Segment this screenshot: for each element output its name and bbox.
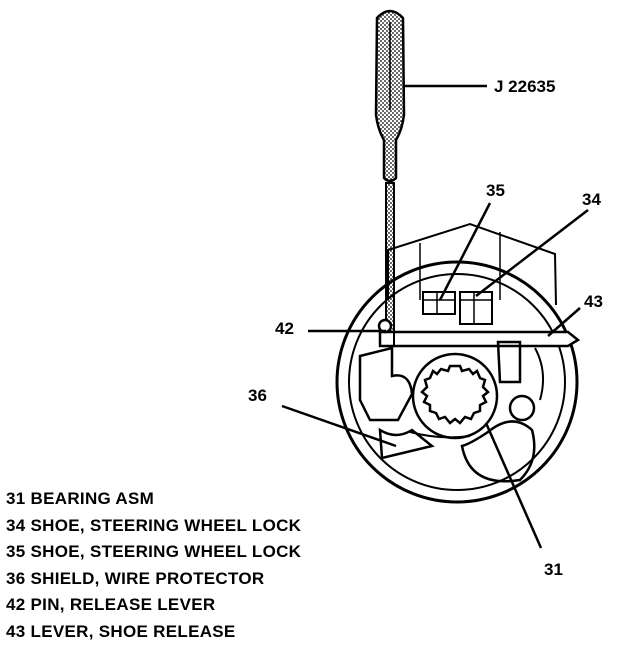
- leader-36: [281, 404, 397, 448]
- legend-number: 43: [6, 621, 26, 641]
- legend-text: SHIELD, WIRE PROTECTOR: [30, 568, 265, 588]
- legend-number: 42: [6, 595, 26, 614]
- leader-43: [547, 307, 581, 337]
- legend-text: LEVER, SHOE RELEASE: [30, 621, 236, 641]
- release-lever: [378, 330, 581, 348]
- leader-31: [484, 422, 543, 549]
- legend-number: 35: [6, 542, 26, 561]
- lock-shoe-35: [422, 291, 456, 315]
- callout-35: 35: [486, 181, 505, 200]
- legend-text: SHOE, STEERING WHEEL LOCK: [30, 542, 302, 561]
- wire-protector-shield: [378, 420, 536, 483]
- callout-34: 34: [582, 190, 601, 209]
- leader-35: [438, 202, 492, 301]
- legend-item: 36 SHIELD, WIRE PROTECTOR: [6, 566, 301, 593]
- spline-shaft: [420, 364, 490, 425]
- callout-42: 42: [275, 319, 294, 338]
- legend-item: 34 SHOE, STEERING WHEEL LOCK: [6, 513, 301, 540]
- legend-text: SHOE, STEERING WHEEL LOCK: [30, 515, 302, 535]
- callout-36: 36: [248, 386, 267, 405]
- callout-31: 31: [544, 560, 563, 579]
- legend-item: 43 LEVER, SHOE RELEASE: [6, 619, 301, 646]
- inner-components: [358, 340, 545, 422]
- leader-34: [475, 209, 589, 297]
- legend-number: 31: [6, 489, 26, 508]
- column-housing: [335, 260, 579, 504]
- screwdriver-tool: [374, 9, 406, 346]
- legend-item: 42 PIN, RELEASE LEVER: [6, 592, 301, 619]
- legend-text: PIN, RELEASE LEVER: [30, 595, 216, 614]
- bearing-assembly: [411, 352, 499, 440]
- leader-lines: [281, 202, 589, 549]
- legend-text: BEARING ASM: [30, 489, 155, 508]
- legend-number: 36: [6, 568, 26, 588]
- legend-item: 31 BEARING ASM: [6, 486, 301, 513]
- callout-43: 43: [584, 292, 603, 311]
- tool-label: J 22635: [494, 77, 556, 96]
- lock-shoe-34: [459, 291, 493, 325]
- legend-number: 34: [6, 515, 26, 535]
- legend-item: 35 SHOE, STEERING WHEEL LOCK: [6, 539, 301, 566]
- parts-legend: 31 BEARING ASM 34 SHOE, STEERING WHEEL L…: [6, 486, 301, 645]
